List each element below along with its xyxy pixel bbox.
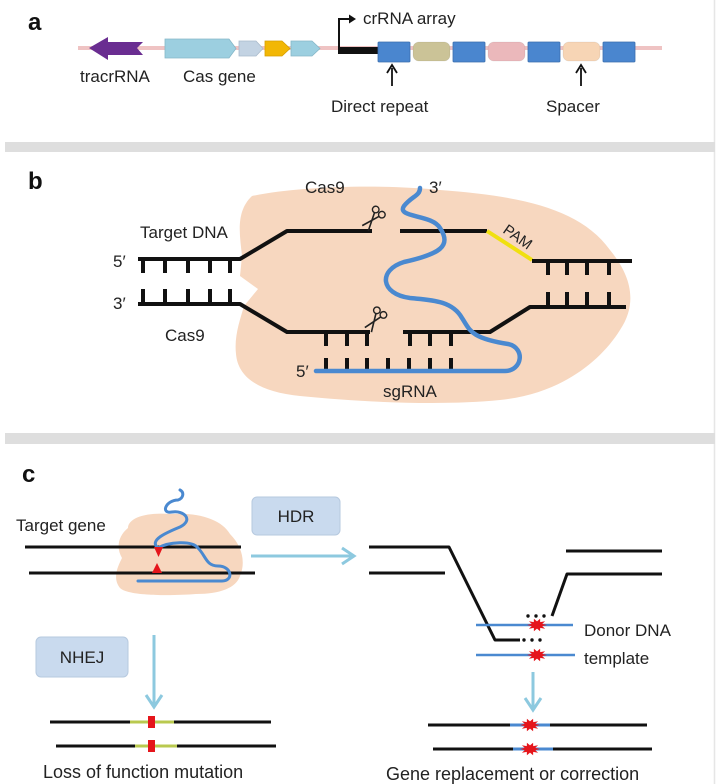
direct-repeat-segment [452,41,486,63]
target-dna-label: Target DNA [140,223,229,242]
leader-sequence [338,47,379,54]
sgrna-strand [313,185,522,374]
hdr-pathway: HDR [251,496,357,566]
spacer-segment [487,41,526,62]
spacer-segment [562,41,601,62]
nhej-pathway: NHEJ [35,635,164,710]
panel-divider [5,433,715,444]
cut-site-bottom-icon [152,563,162,573]
spacer-pointer-head-icon [575,63,587,74]
cas9-bottom-label: Cas9 [165,326,205,345]
panel-b: b Cas9 3′ Target DNA 5′ 3′ Cas9 PAM 5′ s… [28,168,632,403]
scissors-icon-bottom [364,306,388,333]
direct-repeat-segment [377,41,411,63]
panel-b-letter: b [28,168,43,195]
panel-a-letter: a [28,9,42,36]
dotted-resection [522,614,546,642]
panel-a: a tracrRNA Cas gene crRNA array Direct r… [28,9,662,116]
three-prime-bottom-label: 3′ [113,294,126,313]
hdr-box [251,496,341,536]
corrected-site-icon [520,718,540,732]
cas9-top-label: Cas9 [305,178,345,197]
cas9-complex [116,513,243,596]
tracrrna-arrow-icon [89,37,143,60]
sgrna-5prime-label: 5′ [296,362,309,381]
sgrna-3prime-label: 3′ [429,178,442,197]
crrna-array-label: crRNA array [363,9,456,28]
hdr-result-arrowhead-icon [523,697,543,713]
scissors-icon-top [361,205,386,232]
cas9-protein [235,186,631,403]
spacer-label: Spacer [546,97,600,116]
hdr-label: HDR [278,507,315,526]
hdr-repair: Donor DNA template Gene replacement or c… [369,545,672,784]
donor-dna-label: Donor DNA [584,621,672,640]
nhej-box [35,636,129,678]
base-pairs [141,259,611,371]
promoter-arrowhead-icon [349,14,356,24]
target-gene-label: Target gene [16,516,106,535]
direct-repeat-label: Direct repeat [331,97,429,116]
cas-gene-arrow-1 [164,38,237,59]
mutation-mark-icon [148,716,155,728]
sgrna-strand-small [136,488,232,583]
panel-c-letter: c [22,461,35,488]
template-label: template [584,649,649,668]
donor-edits [527,618,547,662]
pam-segment [485,229,534,262]
cas-gene-arrow-3 [264,40,291,57]
tracrrna-label: tracrRNA [80,67,151,86]
loss-of-function-label: Loss of function mutation [43,762,243,782]
corrected-site-icon [520,742,540,756]
five-prime-top-label: 5′ [113,252,126,271]
hdr-arrowhead-icon [341,546,357,566]
edit-site-icon [527,618,547,632]
gene-replacement-label: Gene replacement or correction [386,764,639,784]
edit-site-icon [527,648,547,662]
nhej-label: NHEJ [60,648,104,667]
cut-site-top-icon [154,547,163,557]
nhej-arrowhead-icon [144,694,164,710]
mutation-mark-icon [148,740,155,752]
broken-strand-right [550,572,662,617]
direct-repeat-pointer-head-icon [386,63,398,74]
cas-gene-label: Cas gene [183,67,256,86]
promoter-arrow [338,18,350,53]
direct-repeat-segment [602,41,636,63]
nhej-result: Loss of function mutation [43,716,276,782]
sgrna-label: sgRNA [383,382,438,401]
panel-divider [5,142,715,152]
cas-gene-arrow-4 [290,40,321,57]
broken-strand-left [369,545,520,642]
direct-repeat-segment [527,41,561,63]
cas-gene-arrow-2 [238,40,264,57]
panel-c: c Target gene HDR NHEJ [16,461,672,784]
spacer-segment [412,41,451,62]
crrna-array [377,41,636,63]
target-strand-bottom-right [403,305,626,334]
